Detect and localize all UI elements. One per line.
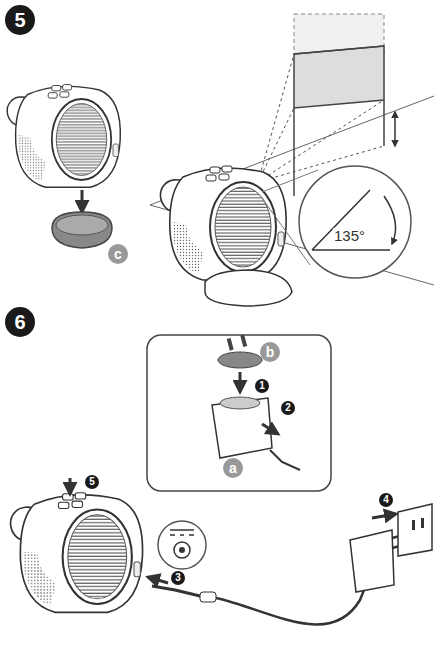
step-number: 5 [5,5,35,35]
callout-number-text: 1 [255,379,269,393]
callout-number-text: 3 [171,571,185,585]
callout-number: 2 [281,401,295,415]
part-letter-text: a [223,458,243,478]
callout-number-text: 2 [281,401,295,415]
callout-number-text: 5 [85,475,99,489]
step-number-text: 5 [5,5,35,35]
callout-number: 3 [171,571,185,585]
part-letter: c [108,244,128,264]
callout-number: 4 [379,493,393,507]
angle-label: 135° [333,228,366,243]
callout-number: 5 [85,475,99,489]
part-letter: a [223,458,243,478]
callout-number: 1 [255,379,269,393]
step-number-text: 6 [5,307,35,337]
step-number: 6 [5,307,35,337]
part-letter-text: b [260,342,280,362]
callout-number-text: 4 [379,493,393,507]
part-letter: b [260,342,280,362]
part-letter-text: c [108,244,128,264]
